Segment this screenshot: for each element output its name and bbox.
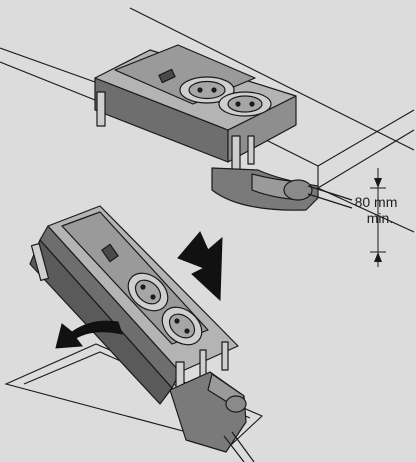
socket-top-1: [179, 76, 235, 104]
dimension-value: 80 mm: [354, 194, 398, 210]
floor-box-tilted: [29, 205, 247, 453]
socket-bottom-2: [161, 306, 203, 346]
floor-box-installed: [94, 44, 319, 211]
rotate-arrow: [55, 320, 123, 349]
cable-bottom: [223, 431, 255, 462]
cable-top: [307, 185, 353, 209]
data-module-top: [158, 68, 176, 84]
socket-top-2: [218, 91, 272, 117]
dimension-arrows: [374, 178, 382, 262]
press-down-arrow: [177, 231, 223, 302]
socket-bottom-1: [127, 272, 169, 312]
data-module-bottom: [101, 243, 119, 263]
dimension-qualifier: min.: [366, 210, 394, 226]
